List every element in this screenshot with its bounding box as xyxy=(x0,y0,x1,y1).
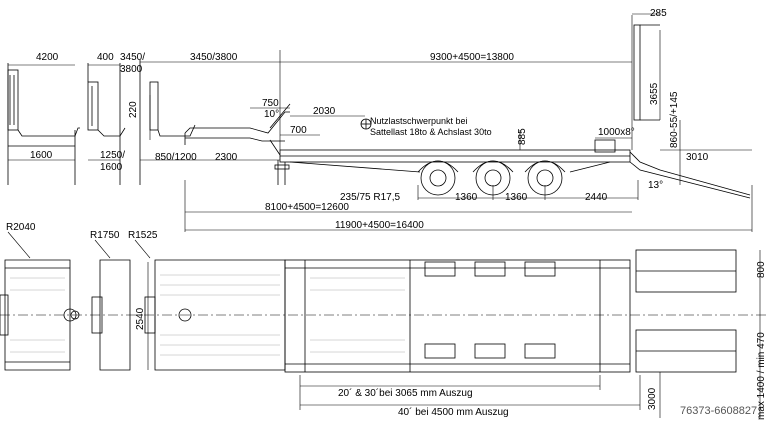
dim-8100: 8100+4500=12600 xyxy=(265,202,349,213)
dim-2540: 2540 xyxy=(135,307,146,330)
dim-10deg: 10° xyxy=(264,109,279,120)
axles-top xyxy=(424,261,556,359)
dim-1250: 1250/ xyxy=(100,150,125,161)
deck-hatching xyxy=(10,274,405,356)
dim-3000: 3000 xyxy=(647,387,658,410)
dim-2440: 2440 xyxy=(585,192,608,203)
dim-1360-a: 1360 xyxy=(455,192,478,203)
dim-3450-3800-top: 3450/3800 xyxy=(190,52,238,63)
dim-285: 285 xyxy=(650,8,667,19)
dim-860: 860-55/+145 xyxy=(669,91,680,148)
dim-850-1200: 850/1200 xyxy=(155,152,197,163)
tire-size: 235/75 R17,5 xyxy=(340,192,400,203)
wheels xyxy=(417,160,566,196)
dim-2030: 2030 xyxy=(313,106,336,117)
top-dimension-lines xyxy=(7,231,761,418)
dim-2300: 2300 xyxy=(215,152,238,163)
dim-1400-470: max 1400 / min 470 xyxy=(756,332,767,420)
dim-1000x8: 1000x8° xyxy=(598,127,635,138)
dim-3010: 3010 xyxy=(686,152,709,163)
dim-800: 800 xyxy=(756,261,767,278)
dim-400: 400 xyxy=(97,52,114,63)
top-view-trailer xyxy=(284,249,737,373)
dim-11900: 11900+4500=16400 xyxy=(335,220,424,231)
annotation-line2: Sattellast 18to & Achslast 30to xyxy=(370,127,492,137)
watermark-id: 76373-6608827 xyxy=(680,405,757,417)
dim-750: 750 xyxy=(262,98,279,109)
dim-220: 220 xyxy=(128,101,139,118)
extension-40: 40´ bei 4500 mm Auszug xyxy=(398,406,509,418)
radius-2040: R2040 xyxy=(6,222,36,233)
dim-9300: 9300+4500=13800 xyxy=(430,52,514,63)
dim-4200: 4200 xyxy=(36,52,59,63)
radius-1750: R1750 xyxy=(90,230,120,241)
radius-1525: R1525 xyxy=(128,230,158,241)
dim-3450: 3450/ xyxy=(120,52,145,63)
side-view-trailer xyxy=(184,24,751,199)
load-center-icon xyxy=(360,118,372,130)
annotation-line1: Nutzlastschwerpunkt bei xyxy=(370,116,468,126)
dim-1600-b: 1600 xyxy=(100,162,123,173)
dim-1600-front: 1600 xyxy=(30,150,53,161)
side-dimension-lines xyxy=(8,13,753,232)
dim-13deg: 13° xyxy=(648,180,663,191)
dim-3800: 3800 xyxy=(120,64,143,75)
dim-1360-b: 1360 xyxy=(505,192,528,203)
extension-20-30: 20´ & 30´bei 3065 mm Auszug xyxy=(338,387,473,399)
dim-3655: 3655 xyxy=(649,82,660,105)
dim-700: 700 xyxy=(290,125,307,136)
dim-885: 885 xyxy=(517,128,528,145)
